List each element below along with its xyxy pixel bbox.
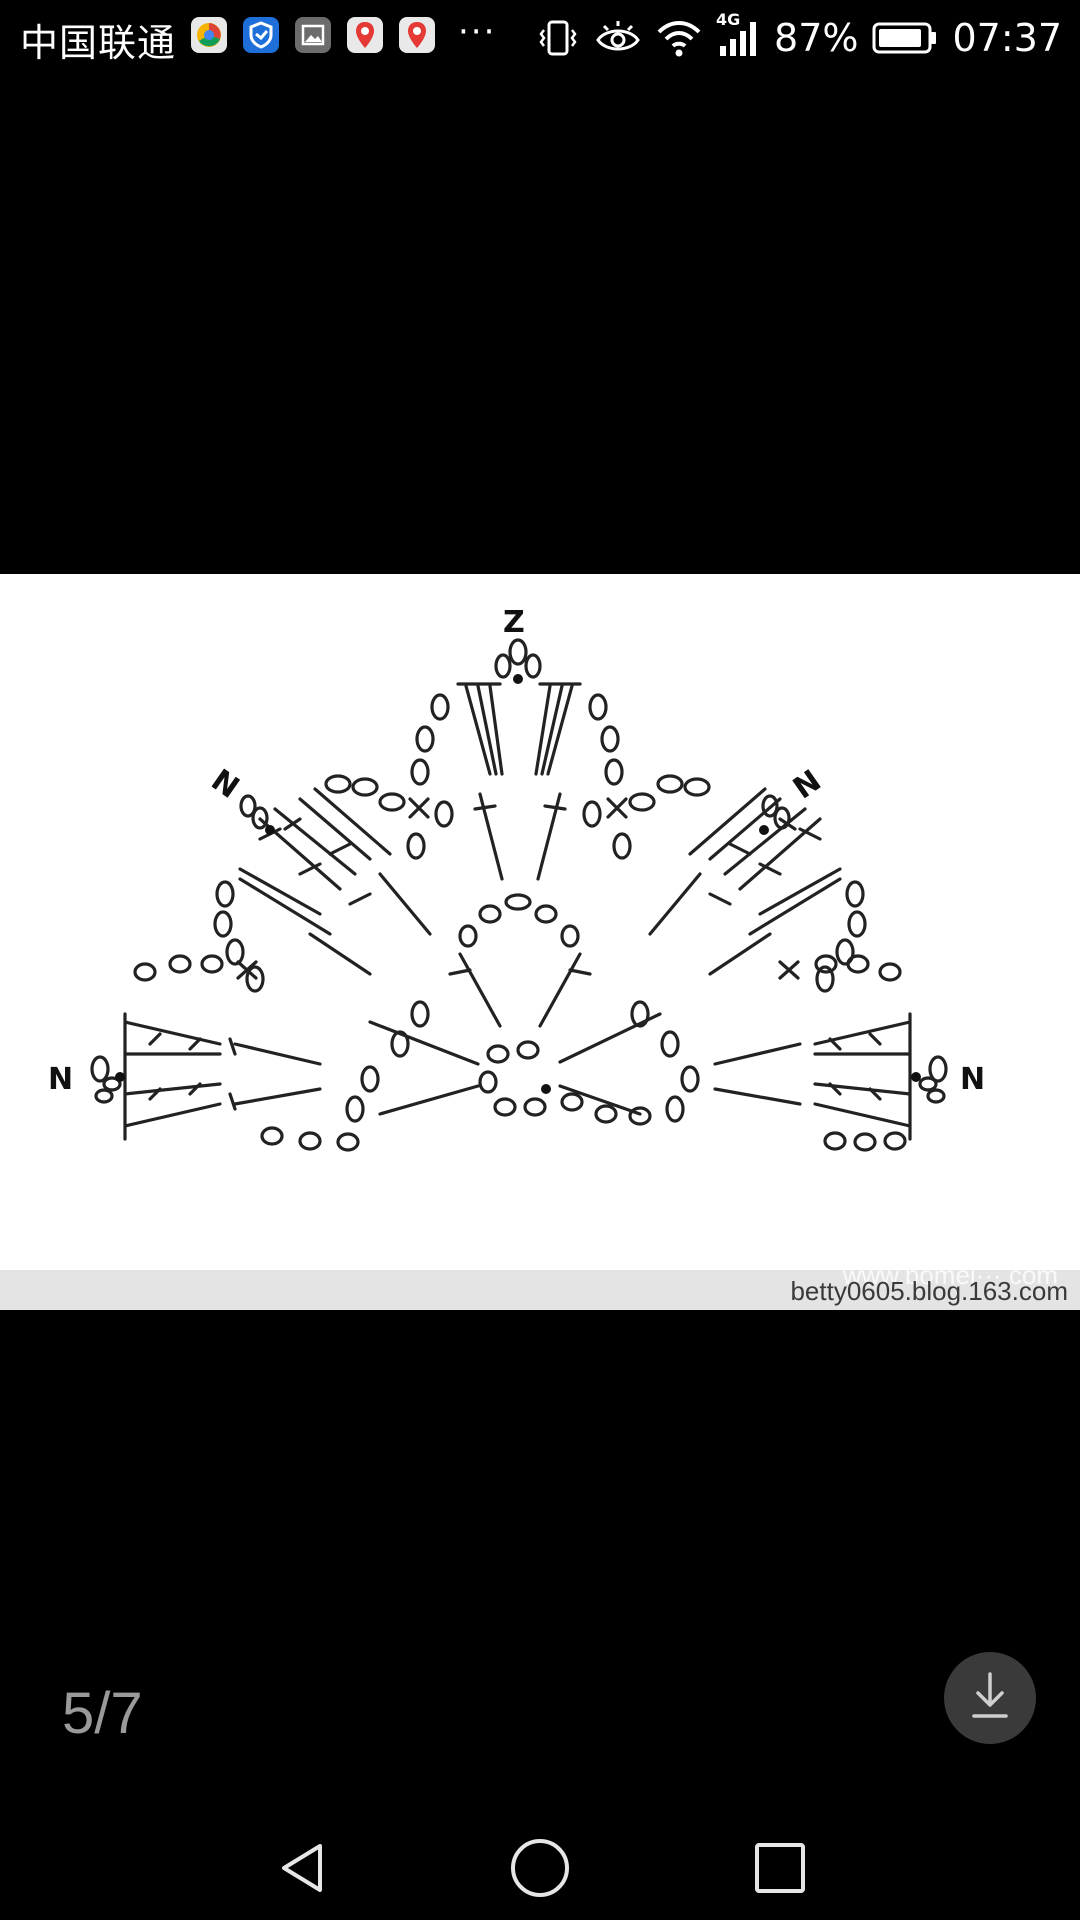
chart-label-left-upper: N	[205, 763, 246, 806]
image-caption-strip: www.bomei···.com betty0605.blog.163.com	[0, 1260, 1080, 1310]
recents-square-icon	[752, 1840, 808, 1900]
wifi-icon	[656, 16, 702, 60]
gallery-app-icon	[294, 16, 332, 54]
baidu-map-icon	[398, 16, 436, 54]
carrier-name: 中国联通	[20, 21, 177, 65]
battery-icon	[872, 20, 938, 56]
shield-app-icon	[242, 16, 280, 54]
browser-app-icon	[190, 16, 228, 54]
network-type-label: 4G	[716, 10, 741, 29]
home-button[interactable]	[500, 1830, 580, 1910]
back-button[interactable]	[262, 1830, 342, 1910]
viewed-image[interactable]: Z N N N N www.bomei···.com betty0605.blo…	[0, 574, 1080, 1310]
page-counter: 5/7	[62, 1681, 143, 1746]
download-button[interactable]	[944, 1652, 1036, 1744]
recents-button[interactable]	[740, 1830, 820, 1910]
chart-label-right: N	[960, 1062, 985, 1097]
notification-icons	[190, 16, 436, 54]
baidu-map-icon	[346, 16, 384, 54]
back-triangle-icon	[272, 1838, 332, 1902]
cellular-signal-icon: 4G	[716, 10, 760, 60]
system-status-icons: 4G 87% 07:37	[536, 8, 1062, 68]
battery-percent: 87%	[774, 16, 859, 60]
chart-label-right-upper: N	[787, 763, 828, 806]
chart-label-left: N	[48, 1062, 73, 1097]
chart-label-top: Z	[503, 605, 525, 640]
vibrate-icon	[536, 16, 580, 60]
home-circle-icon	[509, 1837, 571, 1903]
download-icon	[966, 1668, 1014, 1728]
image-watermark: betty0605.blog.163.com	[790, 1276, 1068, 1306]
status-bar: 中国联通 ···	[0, 0, 1080, 72]
eye-comfort-icon	[594, 16, 642, 60]
faded-url-text: www.bomei···.com	[842, 1260, 1058, 1290]
crochet-chart-image: Z N N N N	[48, 605, 985, 1152]
more-notifications-icon: ···	[458, 12, 497, 52]
clock: 07:37	[952, 16, 1062, 60]
navigation-bar	[0, 1790, 1080, 1920]
